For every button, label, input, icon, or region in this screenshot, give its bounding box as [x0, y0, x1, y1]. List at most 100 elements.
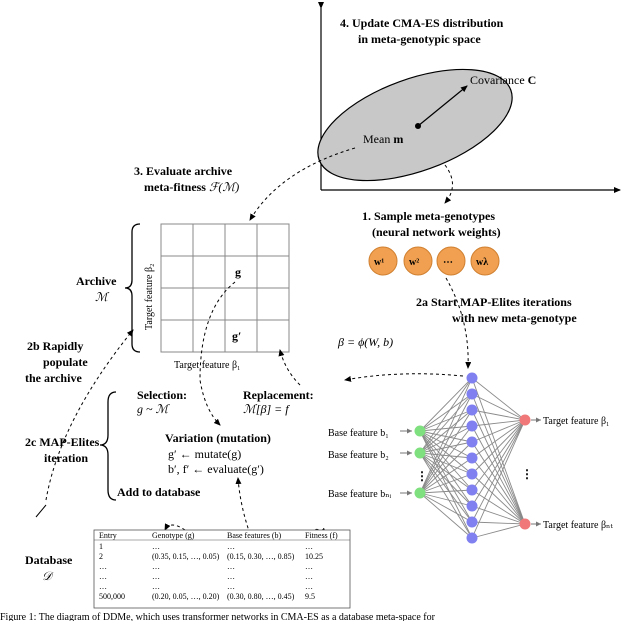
- network-output-label-n: Target feature βₙₜ: [543, 520, 613, 531]
- sample-w1: w¹: [368, 246, 398, 276]
- hidden-node: [466, 436, 478, 448]
- table-cell: …: [152, 582, 160, 591]
- step2c-line2: iteration: [44, 451, 88, 465]
- network-edge: [419, 441, 473, 454]
- table-cell: …: [152, 572, 160, 581]
- step2a-title-line1: 2a Start MAP-Elites iterations: [416, 295, 572, 309]
- input-node: [414, 425, 426, 437]
- step4-title-line1: 4. Update CMA-ES distribution: [340, 16, 504, 30]
- cmaes-distribution-ellipse: [317, 68, 513, 182]
- database-symbol: 𝒟: [42, 569, 54, 583]
- network-edge: [471, 419, 526, 507]
- network-edge: [471, 419, 526, 459]
- table-cell: …: [305, 572, 313, 581]
- covariance-arrow: [417, 85, 468, 127]
- flow-select-from-archive: [199, 281, 236, 426]
- sample-w2: w²: [403, 246, 433, 276]
- mean-text: Mean: [363, 132, 393, 146]
- table-cell: 1: [99, 542, 103, 551]
- network-edge: [419, 492, 473, 523]
- network-edge: [419, 457, 473, 494]
- network-edge: [471, 523, 526, 539]
- network-nodes: [414, 372, 531, 544]
- flow-distribution-to-sample: [444, 164, 453, 204]
- table-cell: …: [305, 562, 313, 571]
- archive-symbol: ℳ: [95, 290, 110, 304]
- network-edge: [419, 489, 473, 494]
- flow-network-to-replacement: [344, 373, 464, 382]
- database-label: Database: [25, 553, 73, 567]
- sample-label: w¹: [374, 257, 384, 268]
- step2c-line1: 2c MAP-Elites: [25, 435, 100, 449]
- table-cell: …: [99, 562, 107, 571]
- step3-title-line2: meta-fitness ℱ(ℳ): [144, 180, 239, 194]
- network-edges: [400, 377, 541, 539]
- sample-label: ⋯: [443, 257, 453, 268]
- hidden-node: [466, 420, 478, 432]
- step2a-title-line2: with new meta-genotype: [452, 311, 577, 325]
- network-edge: [419, 377, 473, 454]
- archive-cell-g-prime: g′: [232, 329, 241, 343]
- database-hook: [35, 504, 47, 518]
- network-edge: [471, 419, 526, 523]
- network-input-label-2: Base feature b₂: [328, 450, 389, 461]
- network-edge: [471, 377, 526, 525]
- covariance-symbol: C: [528, 73, 537, 87]
- table-cell: (0.30, 0.80, …, 0.45): [227, 592, 295, 601]
- table-cell: (0.35, 0.15, …, 0.05): [152, 552, 220, 561]
- network-edge: [419, 393, 473, 432]
- variation-title: Variation (mutation): [165, 431, 271, 445]
- covariance-text: Covariance: [470, 73, 528, 87]
- flow-populate-archive: [45, 329, 134, 501]
- network-edge: [419, 473, 473, 494]
- sample-ellipsis: ⋯: [436, 246, 466, 276]
- flow-sample-to-network: [445, 277, 472, 369]
- hidden-node: [466, 468, 478, 480]
- network-edge: [471, 441, 526, 525]
- table-cell: …: [99, 572, 107, 581]
- table-cell: …: [227, 572, 235, 581]
- network-edge: [419, 492, 473, 539]
- table-cell: …: [99, 582, 107, 591]
- step1-title-line2: (neural network weights): [372, 225, 501, 239]
- table-cell: …: [227, 582, 235, 591]
- input-node: [414, 487, 426, 499]
- output-node: [519, 518, 531, 530]
- table-cell: …: [305, 582, 313, 591]
- table-header-cell: Fitness (f): [305, 531, 338, 540]
- output-node: [519, 414, 531, 426]
- table-cell: (0.20, 0.05, …, 0.20): [152, 592, 220, 601]
- step2b-line2: populate: [43, 355, 88, 369]
- archive-brace: [124, 223, 141, 353]
- network-edge: [419, 377, 473, 432]
- step3-symbol: ℱ(ℳ): [209, 180, 239, 194]
- network-edge: [419, 452, 473, 539]
- archive-grid: [160, 223, 290, 353]
- sample-wlambda: wλ: [470, 246, 500, 276]
- archive-cell-g: g: [235, 265, 241, 279]
- table-cell: …: [305, 542, 313, 551]
- table-header-cell: Entry: [99, 531, 117, 540]
- hidden-node: [466, 404, 478, 416]
- network-output-label-1: Target feature β₁: [543, 416, 610, 427]
- sample-label: w²: [409, 257, 419, 268]
- figure-caption: Figure 1: The diagram of DDMe, which use…: [0, 612, 436, 621]
- input-node: [414, 447, 426, 459]
- network-edge: [471, 409, 526, 525]
- network-input-label-1: Base feature b₁: [328, 428, 389, 439]
- mean-symbol: m: [393, 132, 403, 146]
- network-edge: [471, 419, 526, 443]
- step3-title-line1: 3. Evaluate archive: [134, 164, 233, 178]
- network-edge: [419, 430, 473, 475]
- mean-label: Mean m: [363, 132, 403, 146]
- network-edge: [471, 457, 526, 525]
- archive-axis-y: Target feature β₂: [144, 263, 155, 330]
- hidden-node: [466, 452, 478, 464]
- hidden-node: [466, 484, 478, 496]
- network-edge: [471, 377, 526, 421]
- table-header-cell: Genotype (g): [152, 531, 195, 540]
- table-cell: …: [152, 562, 160, 571]
- network-output-dots: ⋮: [521, 467, 533, 481]
- table-cell: …: [227, 562, 235, 571]
